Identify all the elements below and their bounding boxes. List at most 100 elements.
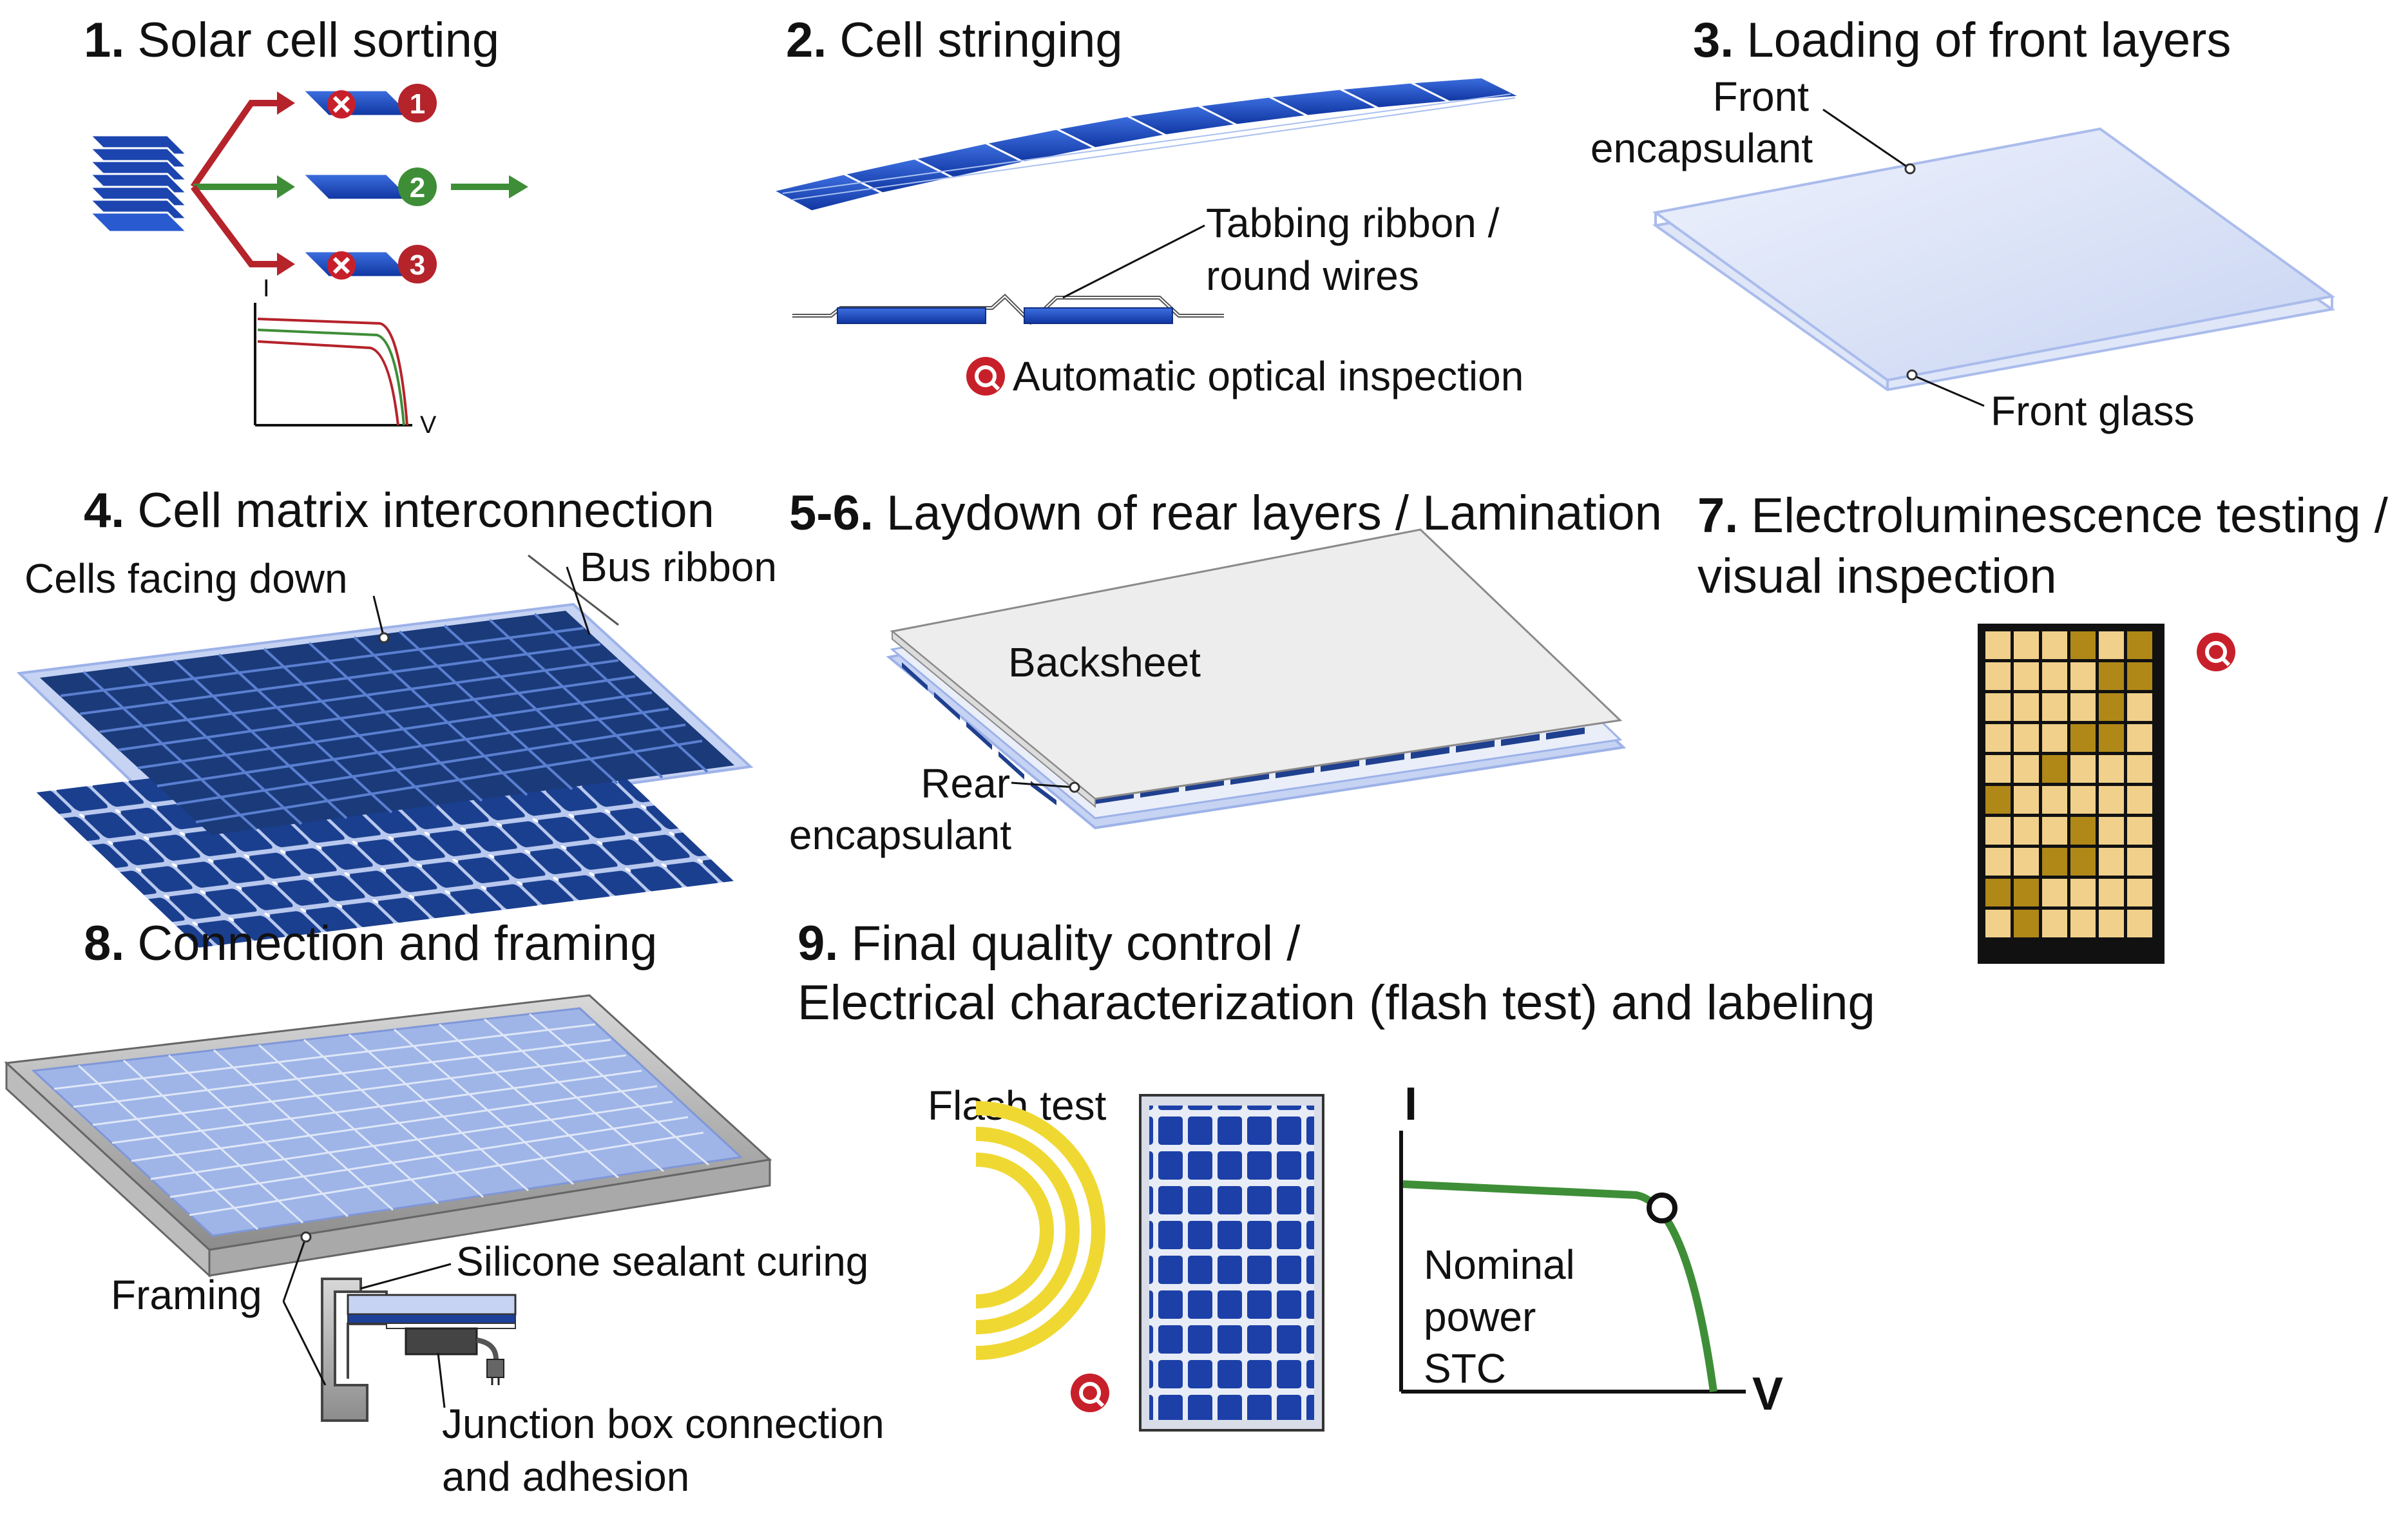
framing-leader-top (282, 1236, 307, 1302)
el-cell (2070, 631, 2096, 659)
step8-group: 8.Connection and framing F (4, 916, 884, 1500)
step9-title-line1: 9.Final quality control / (798, 916, 1301, 971)
label-adhesion: and adhesion (442, 1453, 689, 1500)
step3-title: 3.Loading of front layers (1693, 13, 2231, 68)
label-encapsulant: encapsulant (1591, 125, 1813, 171)
el-cell (1985, 662, 2011, 690)
label-rear: Rear (921, 760, 1010, 807)
rear-cells-edge (902, 662, 1585, 805)
el-cell (2099, 879, 2124, 906)
sorted-cell-reject-top (300, 89, 415, 119)
rear-leader (1011, 781, 1075, 789)
label-stc: STC (1424, 1345, 1506, 1392)
step4-group: 4.Cell matrix interconnection Cells faci… (16, 483, 777, 948)
el-cell (1985, 755, 2011, 783)
qc-icon-flash (1071, 1374, 1109, 1412)
el-cell (2099, 631, 2124, 659)
el-cell (2042, 786, 2067, 814)
el-cell (2014, 786, 2039, 814)
label-backsheet: Backsheet (1008, 639, 1201, 685)
el-cell (2014, 631, 2039, 659)
el-cell (2099, 724, 2124, 752)
stringing-cross-section (792, 293, 1224, 325)
iv-large-axis-i: I (1404, 1078, 1417, 1130)
label-front-glass: Front glass (1991, 388, 2195, 434)
label-optical-inspection: Automatic optical inspection (1013, 353, 1524, 399)
step9-group: 9.Final quality control / Electrical cha… (798, 916, 1875, 1432)
el-cell (2014, 724, 2039, 752)
ribbon-leader (1062, 224, 1205, 299)
el-cell (2070, 879, 2096, 906)
mpp-marker (1647, 1193, 1677, 1223)
el-cell (1985, 786, 2011, 814)
el-cell (2042, 910, 2067, 937)
step2-title: 2.Cell stringing (786, 13, 1123, 68)
badge-1-label: 1 (410, 88, 425, 120)
el-cell (1985, 879, 2011, 906)
el-cell (2014, 848, 2039, 876)
badge-3 (398, 245, 437, 283)
el-cell (2099, 817, 2124, 845)
iv-large-axis-v: V (1752, 1368, 1783, 1420)
el-cell (2014, 693, 2039, 721)
label-tabbing-ribbon: Tabbing ribbon / (1206, 200, 1500, 246)
cell-string (770, 76, 1524, 213)
bus-leader (566, 566, 591, 635)
el-cell (2127, 631, 2152, 659)
el-cell (1985, 693, 2011, 721)
el-cell (2127, 662, 2152, 690)
flash-module-cells (1149, 1106, 1314, 1420)
el-cell (2099, 693, 2124, 721)
label-framing: Framing (111, 1272, 262, 1318)
flash-light-icon (975, 1101, 1105, 1360)
el-cell (1985, 724, 2011, 752)
el-cell (2127, 786, 2152, 814)
el-cell (2127, 755, 2152, 783)
step7-title-line2: visual inspection (1697, 549, 2057, 604)
encap-leader (1822, 108, 1911, 170)
el-cell (2127, 817, 2152, 845)
badge-2 (398, 168, 437, 206)
qc-icon (966, 357, 1005, 396)
label-cells-facing-down: Cells facing down (24, 555, 348, 602)
el-cell (2127, 910, 2152, 937)
el-cell (2042, 631, 2067, 659)
badge-2-label: 2 (410, 172, 425, 204)
label-nominal: Nominal (1424, 1241, 1575, 1288)
bus-ribbon-line (528, 554, 619, 626)
el-cell (2042, 755, 2067, 783)
el-cell (2127, 693, 2152, 721)
label-bus-ribbon: Bus ribbon (580, 544, 777, 590)
step2-group: 2.Cell stringing Tabbing ribbon / round … (770, 13, 1524, 399)
step7-title-line1: 7.Electroluminescence testing / (1697, 488, 2389, 543)
cells-leader (372, 595, 385, 638)
cell-stack-icon (88, 134, 189, 233)
el-cell (2070, 910, 2096, 937)
el-cell (2070, 724, 2096, 752)
el-cell (2099, 848, 2124, 876)
el-cell (2127, 848, 2152, 876)
step3-group: 3.Loading of front layers Front encapsul… (1591, 13, 2336, 434)
el-cell (2070, 817, 2096, 845)
matrix-grid (60, 613, 709, 831)
step1-group: 1.Solar cell sorting (84, 13, 528, 439)
el-cell (2099, 910, 2124, 937)
el-cell (2042, 662, 2067, 690)
el-cell (2042, 817, 2067, 845)
step1-title: 1.Solar cell sorting (84, 13, 499, 68)
label-power: power (1424, 1294, 1536, 1340)
silicone-leader (360, 1263, 452, 1290)
step56-title: 5-6.Laydown of rear layers / Lamination (789, 486, 1662, 541)
el-cell (1985, 631, 2011, 659)
el-cell (2070, 662, 2096, 690)
el-cell (2042, 879, 2067, 906)
iv-small-axis-i: I (263, 275, 270, 302)
junction-box (405, 1327, 478, 1356)
label-junction-box: Junction box connection (442, 1401, 884, 1447)
el-cell (2127, 879, 2152, 906)
frame-cross-section (321, 1278, 517, 1422)
el-cell (2070, 786, 2096, 814)
sort-arrows (190, 91, 528, 276)
el-cell (2042, 848, 2067, 876)
